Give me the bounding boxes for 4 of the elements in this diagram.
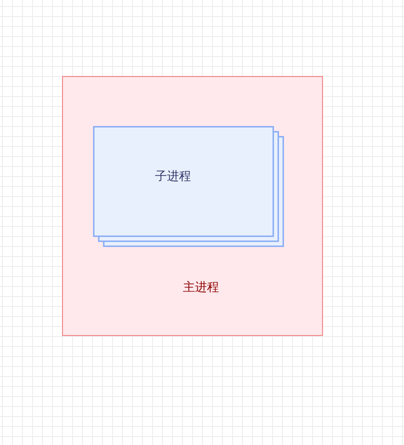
process-box (62, 76, 323, 336)
process-label: 主进程 (183, 279, 219, 296)
stacked-process-box (93, 126, 284, 247)
process-label: 子进程 (155, 168, 191, 185)
